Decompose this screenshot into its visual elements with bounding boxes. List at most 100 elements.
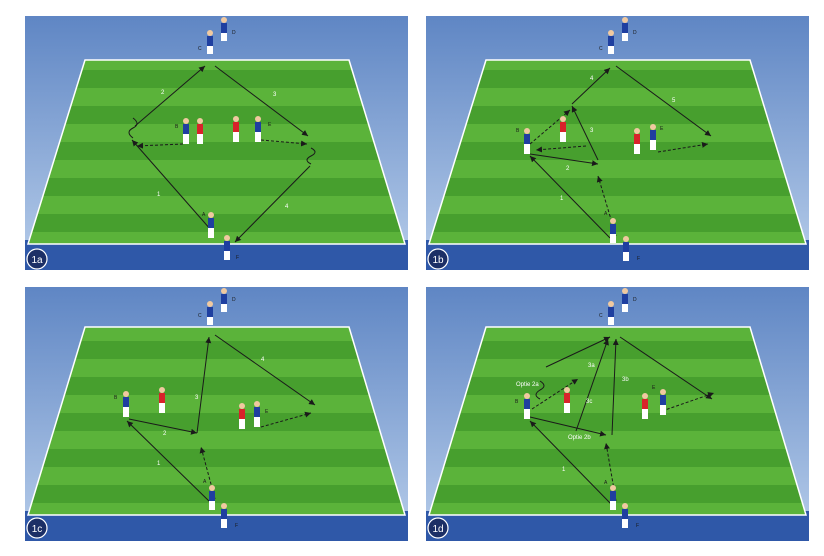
player-blue [207,30,213,54]
player-label-c: C [599,313,603,319]
diagram-1b: 1 2 3 4 5 C D B E A F 1b [426,16,809,270]
pass-line [131,139,212,231]
pass-line [128,418,198,435]
player-label-f: F [235,523,238,529]
panel-badge [26,248,48,270]
player-blue [622,288,628,312]
player-label-c: C [198,313,202,319]
player-blue [608,30,614,54]
pass-line [529,420,613,506]
player-label-e: E [265,409,269,415]
player-label-a: A [203,479,207,485]
player-blue [224,235,230,260]
diagram-1c: 1 2 3 4 C D B E A F 1c [25,287,408,541]
player-label-c: C [599,46,603,52]
player-blue [209,485,215,510]
dribble-line [306,147,316,165]
player-blue [183,118,189,144]
step-label: 4 [590,76,594,82]
panel-badge-label: 1c [32,524,43,535]
run-line [661,392,715,412]
pitch [26,59,407,245]
player-blue [622,503,628,528]
player-red [634,128,640,154]
step-label: 2 [566,166,570,172]
player-red [197,118,203,144]
run-line [260,411,312,428]
step-label: 3b [622,377,629,383]
pass-line [545,336,611,368]
player-blue [254,401,260,427]
player-label-d: D [633,297,637,303]
player-red [642,393,648,419]
pass-line [611,338,619,436]
pass-line [529,153,599,167]
player-label-b: B [515,399,519,405]
diagram-1d: 1 3a 3b 3c Optie 2a Optie 2b C D B E A F… [426,287,809,541]
player-blue [221,17,227,41]
player-blue [610,218,616,243]
player-label-e: E [660,126,664,132]
diagram-1a: 1 2 3 4 C D B E A F 1a [25,16,408,270]
player-blue [608,301,614,325]
panel-badge [427,517,449,539]
player-label-e: E [652,385,656,391]
player-blue [221,503,227,528]
player-label-d: D [633,30,637,36]
panel-1a: 1 2 3 4 C D B E A F 1a [25,16,408,270]
step-label: 3c [586,399,592,405]
panel-badge-label: 1b [432,255,444,266]
player-label-b: B [175,124,179,130]
pass-line [214,65,309,137]
step-label: 4 [261,357,265,363]
step-label: 3 [590,128,594,134]
panel-badge-label: 1a [31,255,43,266]
player-blue [524,393,530,419]
pitch [427,59,808,245]
pass-line [234,165,311,243]
pass-line [214,334,316,406]
step-label: 1 [560,196,564,202]
panel-1b: 1 2 3 4 5 C D B E A F 1b [426,16,809,270]
player-red [159,387,165,413]
player-red [560,116,566,142]
player-red [239,403,245,429]
player-blue [208,212,214,238]
panel-1c: 1 2 3 4 C D B E A F 1c [25,287,408,541]
pass-line [529,416,607,437]
player-blue [610,485,616,510]
player-red [564,387,570,413]
panel-badge [26,517,48,539]
option-label: Optie 2a [516,382,539,388]
pass-line [196,336,212,434]
player-label-a: A [202,212,206,218]
player-blue [622,17,628,41]
player-blue [650,124,656,150]
pass-line [619,336,713,400]
run-line [531,378,579,410]
player-label-f: F [636,523,639,529]
panel-badge [427,248,449,270]
pass-line [575,338,609,432]
pass-line [615,65,712,137]
pass-line [529,155,611,239]
pass-line [571,105,599,161]
run-line [136,142,184,149]
run-line [535,145,587,153]
run-line [199,446,216,500]
step-label: 1 [157,461,161,467]
step-label: 2 [163,431,167,437]
step-label: 2 [161,90,165,96]
step-label: 1 [562,467,566,473]
dribble-line [128,117,138,139]
step-label: 3a [588,363,595,369]
step-label: 3 [195,395,199,401]
player-label-b: B [516,128,520,134]
pitch [427,326,808,516]
player-label-b: B [114,395,118,401]
step-label: 5 [672,98,676,104]
panel-badge-label: 1d [432,524,443,535]
player-label-a: A [604,211,608,217]
player-blue [221,288,227,312]
player-label-c: C [198,46,202,52]
